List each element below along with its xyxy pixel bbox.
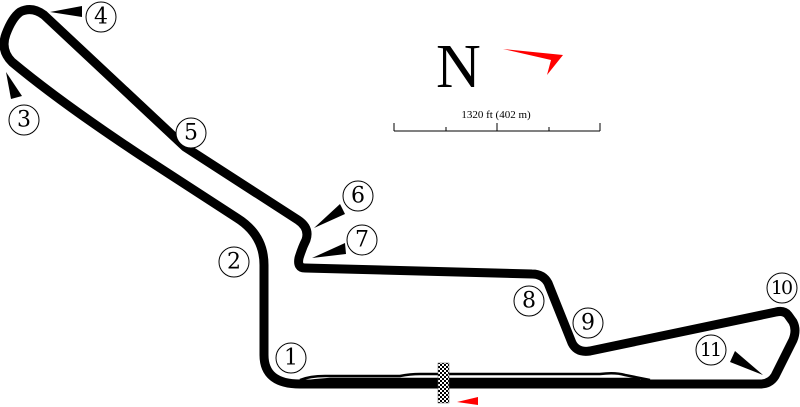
corner-2: 2 <box>218 246 250 278</box>
scale-bar <box>393 123 601 132</box>
race-track <box>0 5 800 389</box>
svg-text:10: 10 <box>771 277 792 299</box>
pit-lane-inner <box>299 377 640 384</box>
svg-text:5: 5 <box>184 121 198 146</box>
corner-6: 6 <box>342 180 374 212</box>
svg-text:2: 2 <box>227 250 241 275</box>
svg-text:9: 9 <box>581 311 595 336</box>
svg-text:4: 4 <box>94 5 108 30</box>
corner-4-pointer-icon <box>50 6 82 17</box>
corner-9: 9 <box>572 307 604 339</box>
corner-7: 7 <box>346 224 378 256</box>
corner-6-pointer-icon <box>314 204 345 228</box>
svg-text:7: 7 <box>355 228 369 253</box>
corner-11-pointer-icon <box>730 351 763 375</box>
svg-text:6: 6 <box>351 184 365 209</box>
direction-arrow-icon <box>457 397 478 405</box>
corner-4: 4 <box>85 1 117 33</box>
north-letter: N <box>436 33 481 101</box>
corner-10: 10 <box>766 272 798 304</box>
corner-7-pointer-icon <box>312 243 346 258</box>
scale-label: 1320 ft (402 m) <box>461 109 531 121</box>
checkered-flag-icon <box>437 362 450 404</box>
corner-8: 8 <box>513 285 545 317</box>
pit-lane <box>299 371 651 382</box>
corner-3-pointer-icon <box>6 72 22 99</box>
svg-text:11: 11 <box>700 339 720 361</box>
svg-text:8: 8 <box>522 289 536 314</box>
corner-1: 1 <box>275 342 307 374</box>
svg-text:1: 1 <box>284 346 298 371</box>
corner-5: 5 <box>175 117 207 149</box>
svg-text:3: 3 <box>17 108 31 133</box>
corner-11: 11 <box>695 334 727 366</box>
corner-3: 3 <box>8 104 40 136</box>
north-arrow-icon <box>503 49 563 75</box>
